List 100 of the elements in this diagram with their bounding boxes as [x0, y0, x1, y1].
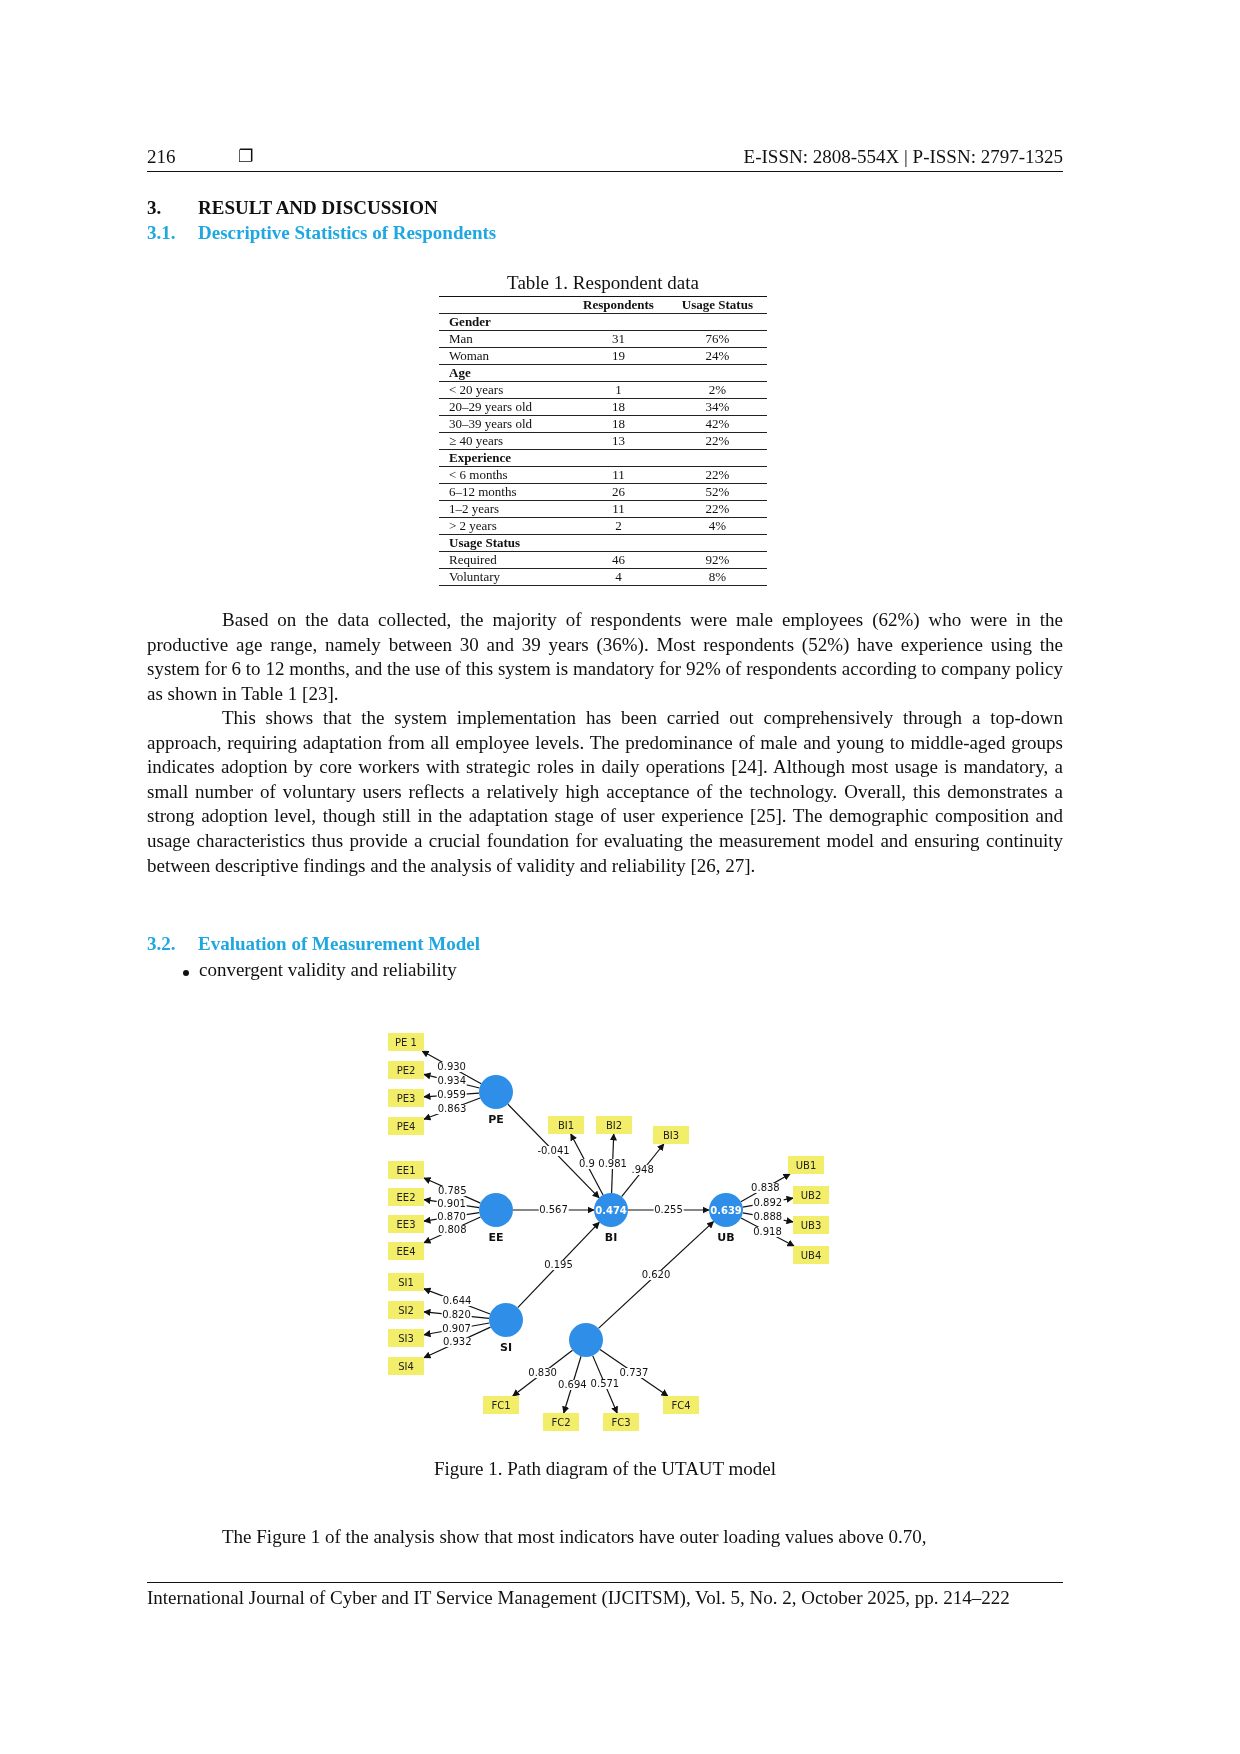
subsection-heading: Descriptive Statistics of Respondents: [198, 222, 497, 244]
indicator-box: UB3: [793, 1216, 829, 1234]
construct-circle: [489, 1303, 523, 1337]
table-cell: Voluntary: [439, 568, 569, 586]
edge-label: 0.870: [436, 1211, 467, 1222]
section-number: 3.: [147, 197, 162, 219]
table-cell: 30–39 years old: [439, 415, 569, 433]
edge-label: 0.644: [441, 1296, 473, 1307]
indicator-box: SI1: [388, 1273, 424, 1291]
edge-label: 0.830: [527, 1368, 558, 1379]
arrow: [592, 1355, 618, 1414]
table-cell: 2%: [667, 381, 767, 399]
table-cell: 31: [569, 330, 668, 348]
indicator-box: PE 1: [388, 1033, 424, 1051]
arrow: [621, 1143, 665, 1198]
paragraph: Based on the data collected, the majority of respondents were male employees (62%) who were in the productive age range, namely between 30 and 39 years (36%). Most respondents (52%) have experience using the system for 6 to 12 months, and the use of this system is mandatory for 92% of respondents according to company policy as shown in Table 1 [23].: [147, 608, 1063, 706]
construct-label: UB: [716, 1233, 736, 1243]
edge-label: 0.808: [436, 1224, 468, 1235]
indicator-box: UB4: [793, 1246, 829, 1264]
table-cell: Usage Status: [667, 296, 767, 314]
arrow: [562, 1355, 582, 1414]
table-cell: 11: [569, 466, 668, 484]
construct-circle: 0.639: [709, 1193, 743, 1227]
table-cell: Woman: [439, 347, 569, 365]
indicator-box: FC2: [543, 1413, 579, 1431]
table-cell: 24%: [667, 347, 767, 365]
table-cell: 52%: [667, 483, 767, 501]
indicator-box: FC1: [483, 1396, 519, 1414]
construct-label: EE: [487, 1233, 505, 1243]
table-cell: 11: [569, 500, 668, 518]
table-cell: 1–2 years: [439, 500, 569, 518]
indicator-box: PE2: [388, 1061, 424, 1079]
table-cell: 18: [569, 398, 668, 416]
table-cell: 4: [569, 568, 668, 586]
edge-label: 0.930: [436, 1062, 467, 1073]
indicator-box: EE1: [388, 1161, 424, 1179]
indicator-box: EE4: [388, 1242, 424, 1260]
box-symbol: ❐: [238, 146, 254, 166]
arrow: [570, 1133, 604, 1196]
subsection-number: 3.1.: [147, 222, 176, 244]
figure-caption: Figure 1. Path diagram of the UTAUT model: [432, 1458, 778, 1480]
table-cell: Respondents: [569, 296, 668, 314]
table-cell: 46: [569, 551, 668, 569]
indicator-box: BI2: [596, 1116, 632, 1134]
table-cell: < 6 months: [439, 466, 569, 484]
table-cell: > 2 years: [439, 517, 569, 535]
edge-label: 0.932: [441, 1337, 473, 1348]
issn-text: E-ISSN: 2808-554X | P-ISSN: 2797-1325: [743, 146, 1063, 168]
table-cell: 22%: [667, 432, 767, 450]
table-cell: Experience: [439, 449, 767, 467]
construct-circle: 0.474: [594, 1193, 628, 1227]
indicator-box: PE3: [388, 1089, 424, 1107]
table-cell: ≥ 40 years: [439, 432, 569, 450]
footer-text: International Journal of Cyber and IT Service Management (IJCITSM), Vol. 5, No. 2, October 2025, pp. 214–222: [147, 1586, 1011, 1610]
edge-label: 0.918: [752, 1226, 783, 1237]
table-cell: 18: [569, 415, 668, 433]
page-number: 216: [147, 146, 176, 168]
table-cell: 1: [569, 381, 668, 399]
edge-label: 0.888: [752, 1212, 784, 1223]
table-cell: 42%: [667, 415, 767, 433]
edge-label: 0.863: [436, 1103, 468, 1114]
edge-label: 0.838: [750, 1182, 781, 1193]
edge-label: 0.892: [752, 1197, 784, 1208]
table-cell: 76%: [667, 330, 767, 348]
subsection-heading: Evaluation of Measurement Model: [198, 933, 480, 955]
indicator-box: SI3: [388, 1329, 424, 1347]
indicator-box: PE4: [388, 1117, 424, 1135]
table-cell: Man: [439, 330, 569, 348]
edge-label: 0.571: [589, 1379, 621, 1390]
indicator-box: SI4: [388, 1357, 424, 1375]
edge-label: 0.255: [653, 1205, 684, 1215]
edge-label: 0.9: [577, 1159, 596, 1170]
table-cell: 26: [569, 483, 668, 501]
arrow: [597, 1220, 715, 1330]
construct-label: PE: [487, 1115, 505, 1125]
table-cell: 22%: [667, 466, 767, 484]
table-cell: Required: [439, 551, 569, 569]
table-cell: 22%: [667, 500, 767, 518]
indicator-box: BI1: [548, 1116, 584, 1134]
table-cell: 19: [569, 347, 668, 365]
edge-label: 0.820: [441, 1310, 472, 1321]
construct-circle: [479, 1075, 513, 1109]
table-cell: 2: [569, 517, 668, 535]
edge-label: 0.195: [543, 1260, 574, 1270]
construct-label: BI: [603, 1233, 619, 1243]
table-cell: 4%: [667, 517, 767, 535]
table-cell: Usage Status: [439, 534, 767, 552]
edge-label: 0.694: [557, 1379, 588, 1390]
table-cell: 6–12 months: [439, 483, 569, 501]
edge-label: 0.934: [436, 1076, 468, 1087]
indicator-box: SI2: [388, 1301, 424, 1319]
table-caption: Table 1. Respondent data: [506, 272, 700, 294]
table-cell: Gender: [439, 313, 767, 331]
indicator-box: FC4: [663, 1396, 699, 1414]
table-cell: 13: [569, 432, 668, 450]
construct-label: SI: [499, 1343, 513, 1353]
paragraph: This shows that the system implementation has been carried out comprehensively through a top-down approach, requiring adaptation from all employee levels. The predominance of male and young to middle-aged groups indicates adoption by core workers with strategic roles in daily operations [24]. Although most usage is mandatory, a small number of voluntary users reflects a relatively high acceptance of the technology. Overall, this demonstrates a strong adoption level, though still in the adaptation stage of user experience [25]. The demographic composition and usage characteristics thus provide a crucial foundation for evaluating the measurement model and ensuring continuity between descriptive findings and the analysis of validity and reliability [26, 27].: [147, 706, 1063, 878]
edge-label: 0.737: [618, 1367, 650, 1378]
table-cell: Age: [439, 364, 767, 382]
edge-label: .948: [630, 1165, 655, 1176]
